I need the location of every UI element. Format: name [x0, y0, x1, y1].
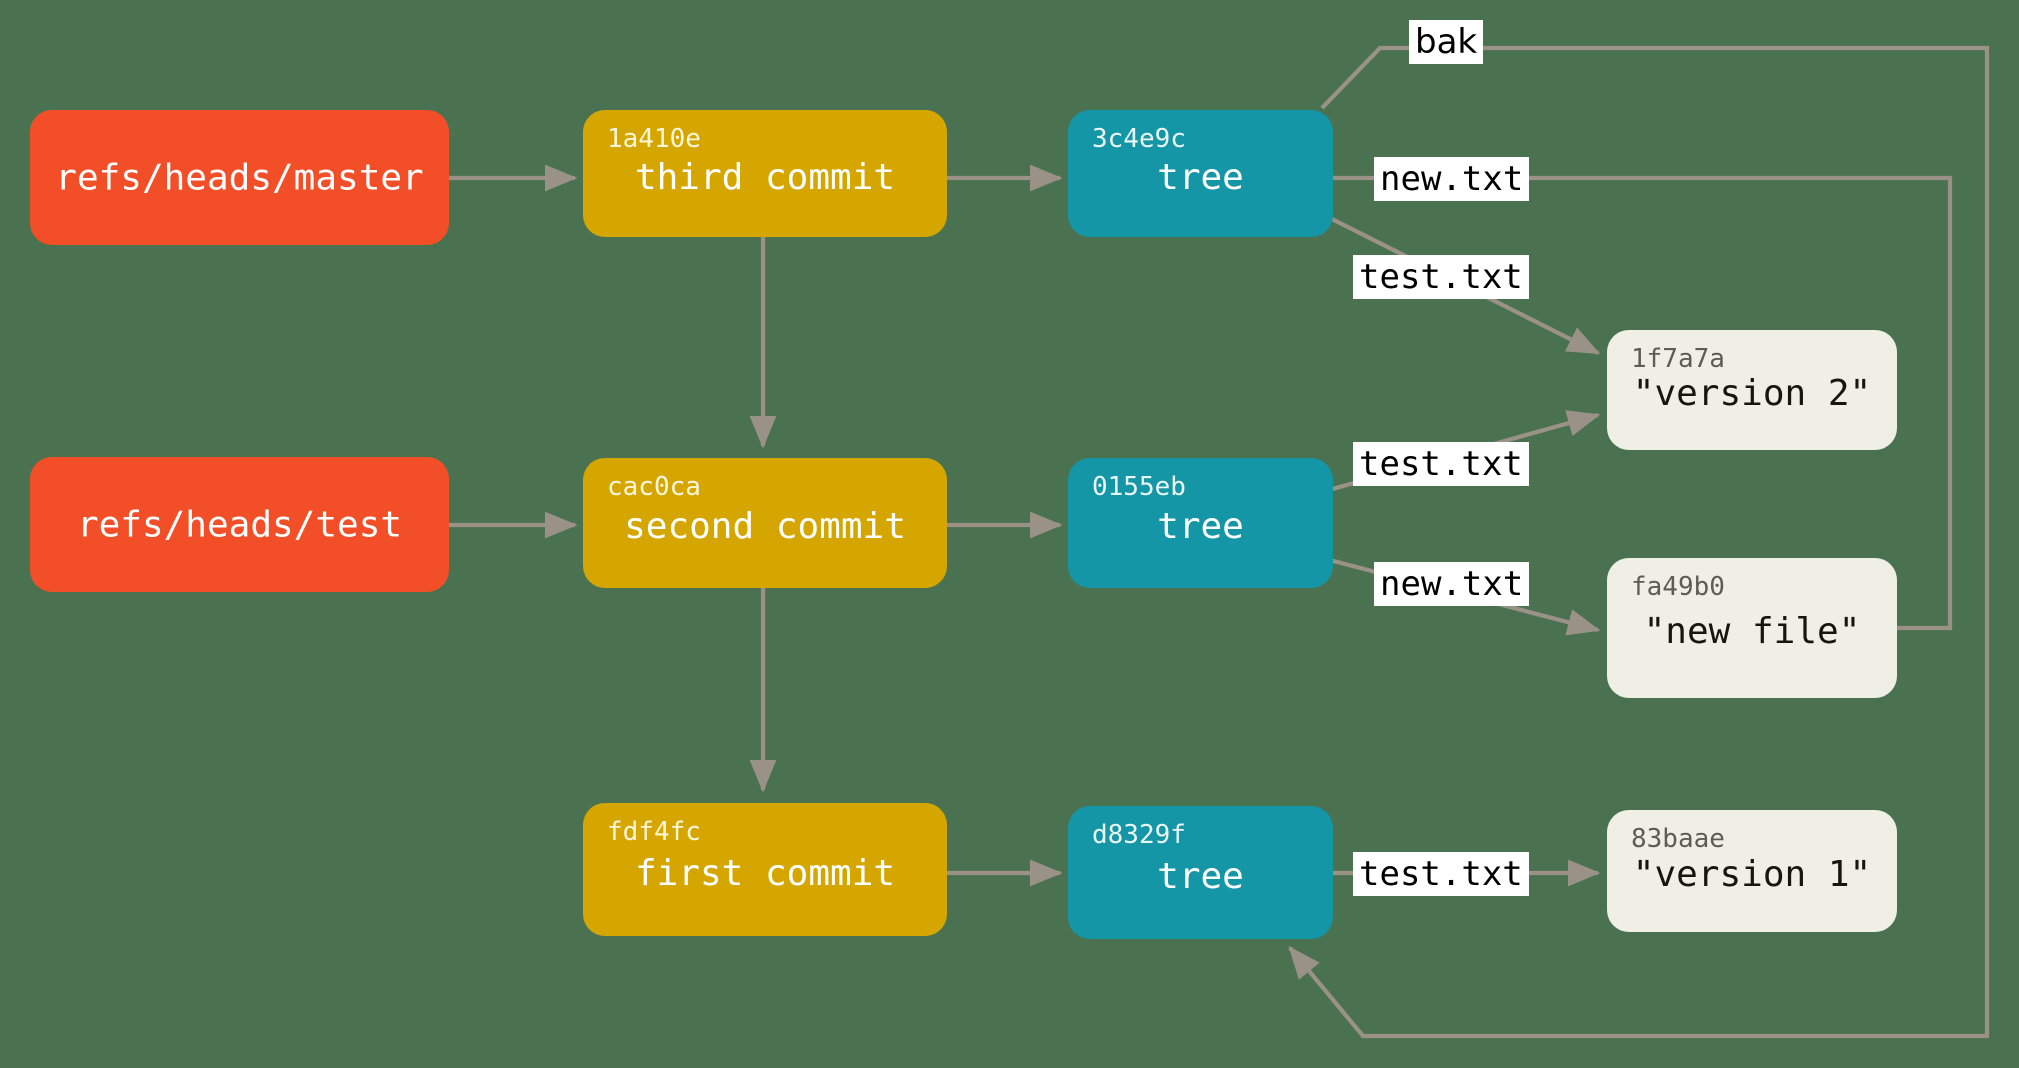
node-commit-second-sha: cac0ca: [607, 472, 701, 502]
node-blob-83baae[interactable]: 83baae "version 1": [1607, 810, 1897, 932]
node-tree-0155eb-sha: 0155eb: [1092, 472, 1186, 502]
node-commit-first[interactable]: fdf4fc first commit: [583, 803, 947, 936]
node-blob-1f7a7a-sha: 1f7a7a: [1631, 344, 1725, 374]
node-blob-fa49b0-sha: fa49b0: [1631, 572, 1725, 602]
edge-tree3c4e9c-to-treed8329f-bak-routed: [1288, 45, 1990, 1039]
node-tree-d8329f-label: tree: [1157, 855, 1244, 897]
node-ref-master-label: refs/heads/master: [55, 157, 424, 198]
node-blob-fa49b0[interactable]: fa49b0 "new file": [1607, 558, 1897, 698]
node-blob-83baae-sha: 83baae: [1631, 824, 1725, 854]
node-commit-third-label: third commit: [634, 156, 896, 198]
node-tree-3c4e9c[interactable]: 3c4e9c tree: [1068, 110, 1333, 237]
node-tree-3c4e9c-sha: 3c4e9c: [1092, 124, 1186, 154]
edge-label-test-txt-mid: test.txt: [1353, 442, 1529, 487]
edge-label-test-txt-bottom: test.txt: [1353, 852, 1529, 897]
node-commit-first-sha: fdf4fc: [607, 817, 701, 847]
node-tree-d8329f[interactable]: d8329f tree: [1068, 806, 1333, 939]
node-tree-0155eb[interactable]: 0155eb tree: [1068, 458, 1333, 588]
node-commit-second[interactable]: cac0ca second commit: [583, 458, 947, 588]
node-commit-third[interactable]: 1a410e third commit: [583, 110, 947, 237]
node-blob-1f7a7a-label: "version 2": [1632, 372, 1872, 414]
edge-label-test-txt-top: test.txt: [1353, 255, 1529, 300]
node-blob-83baae-label: "version 1": [1632, 853, 1872, 895]
edge-label-new-txt-mid: new.txt: [1374, 562, 1530, 607]
node-ref-test-label: refs/heads/test: [76, 504, 403, 545]
edge-label-bak: bak: [1409, 20, 1484, 65]
node-tree-d8329f-sha: d8329f: [1092, 820, 1186, 850]
node-commit-third-sha: 1a410e: [607, 124, 701, 154]
node-tree-3c4e9c-label: tree: [1157, 156, 1244, 198]
node-ref-test[interactable]: refs/heads/test: [30, 457, 449, 592]
node-blob-fa49b0-label: "new file": [1643, 610, 1861, 652]
node-blob-1f7a7a[interactable]: 1f7a7a "version 2": [1607, 330, 1897, 450]
node-commit-first-label: first commit: [634, 852, 896, 894]
node-tree-0155eb-label: tree: [1157, 505, 1244, 547]
edge-label-new-txt-top: new.txt: [1374, 157, 1530, 202]
node-commit-second-label: second commit: [624, 505, 906, 547]
node-ref-master[interactable]: refs/heads/master: [30, 110, 449, 245]
